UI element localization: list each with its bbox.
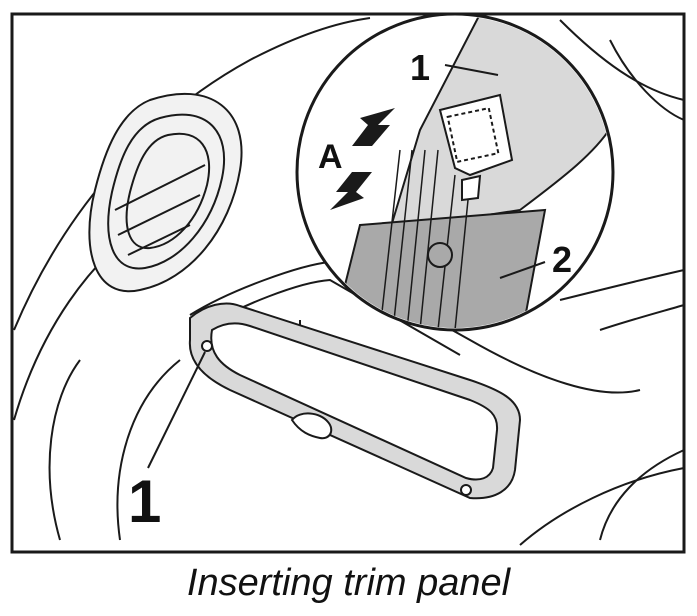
detail-view: 1 2 A [295, 12, 615, 332]
tail-light [88, 92, 243, 293]
trim-clip-left [201, 340, 213, 352]
leader-line-detail-1 [444, 64, 499, 76]
detail-guide-rails [379, 149, 471, 328]
trim-panel-inner [210, 322, 499, 481]
trim-clip-right [460, 484, 472, 496]
figure-caption: Inserting trim panel [186, 562, 511, 604]
arrow-up-icon [330, 172, 372, 210]
callout-detail-2: 2 [552, 239, 572, 280]
leader-line-detail-2 [499, 261, 546, 279]
arrow-down-icon [352, 108, 395, 146]
detail-clip-slot [446, 106, 500, 164]
callout-main-1: 1 [128, 468, 161, 535]
detail-tab [461, 174, 482, 202]
trunk-handle [290, 412, 333, 440]
leader-line-main-1 [147, 351, 206, 469]
callout-direction-a: A [318, 138, 343, 176]
car-body-outline [13, 17, 685, 546]
detail-fastener [427, 242, 453, 268]
callout-detail-1: 1 [410, 47, 430, 88]
